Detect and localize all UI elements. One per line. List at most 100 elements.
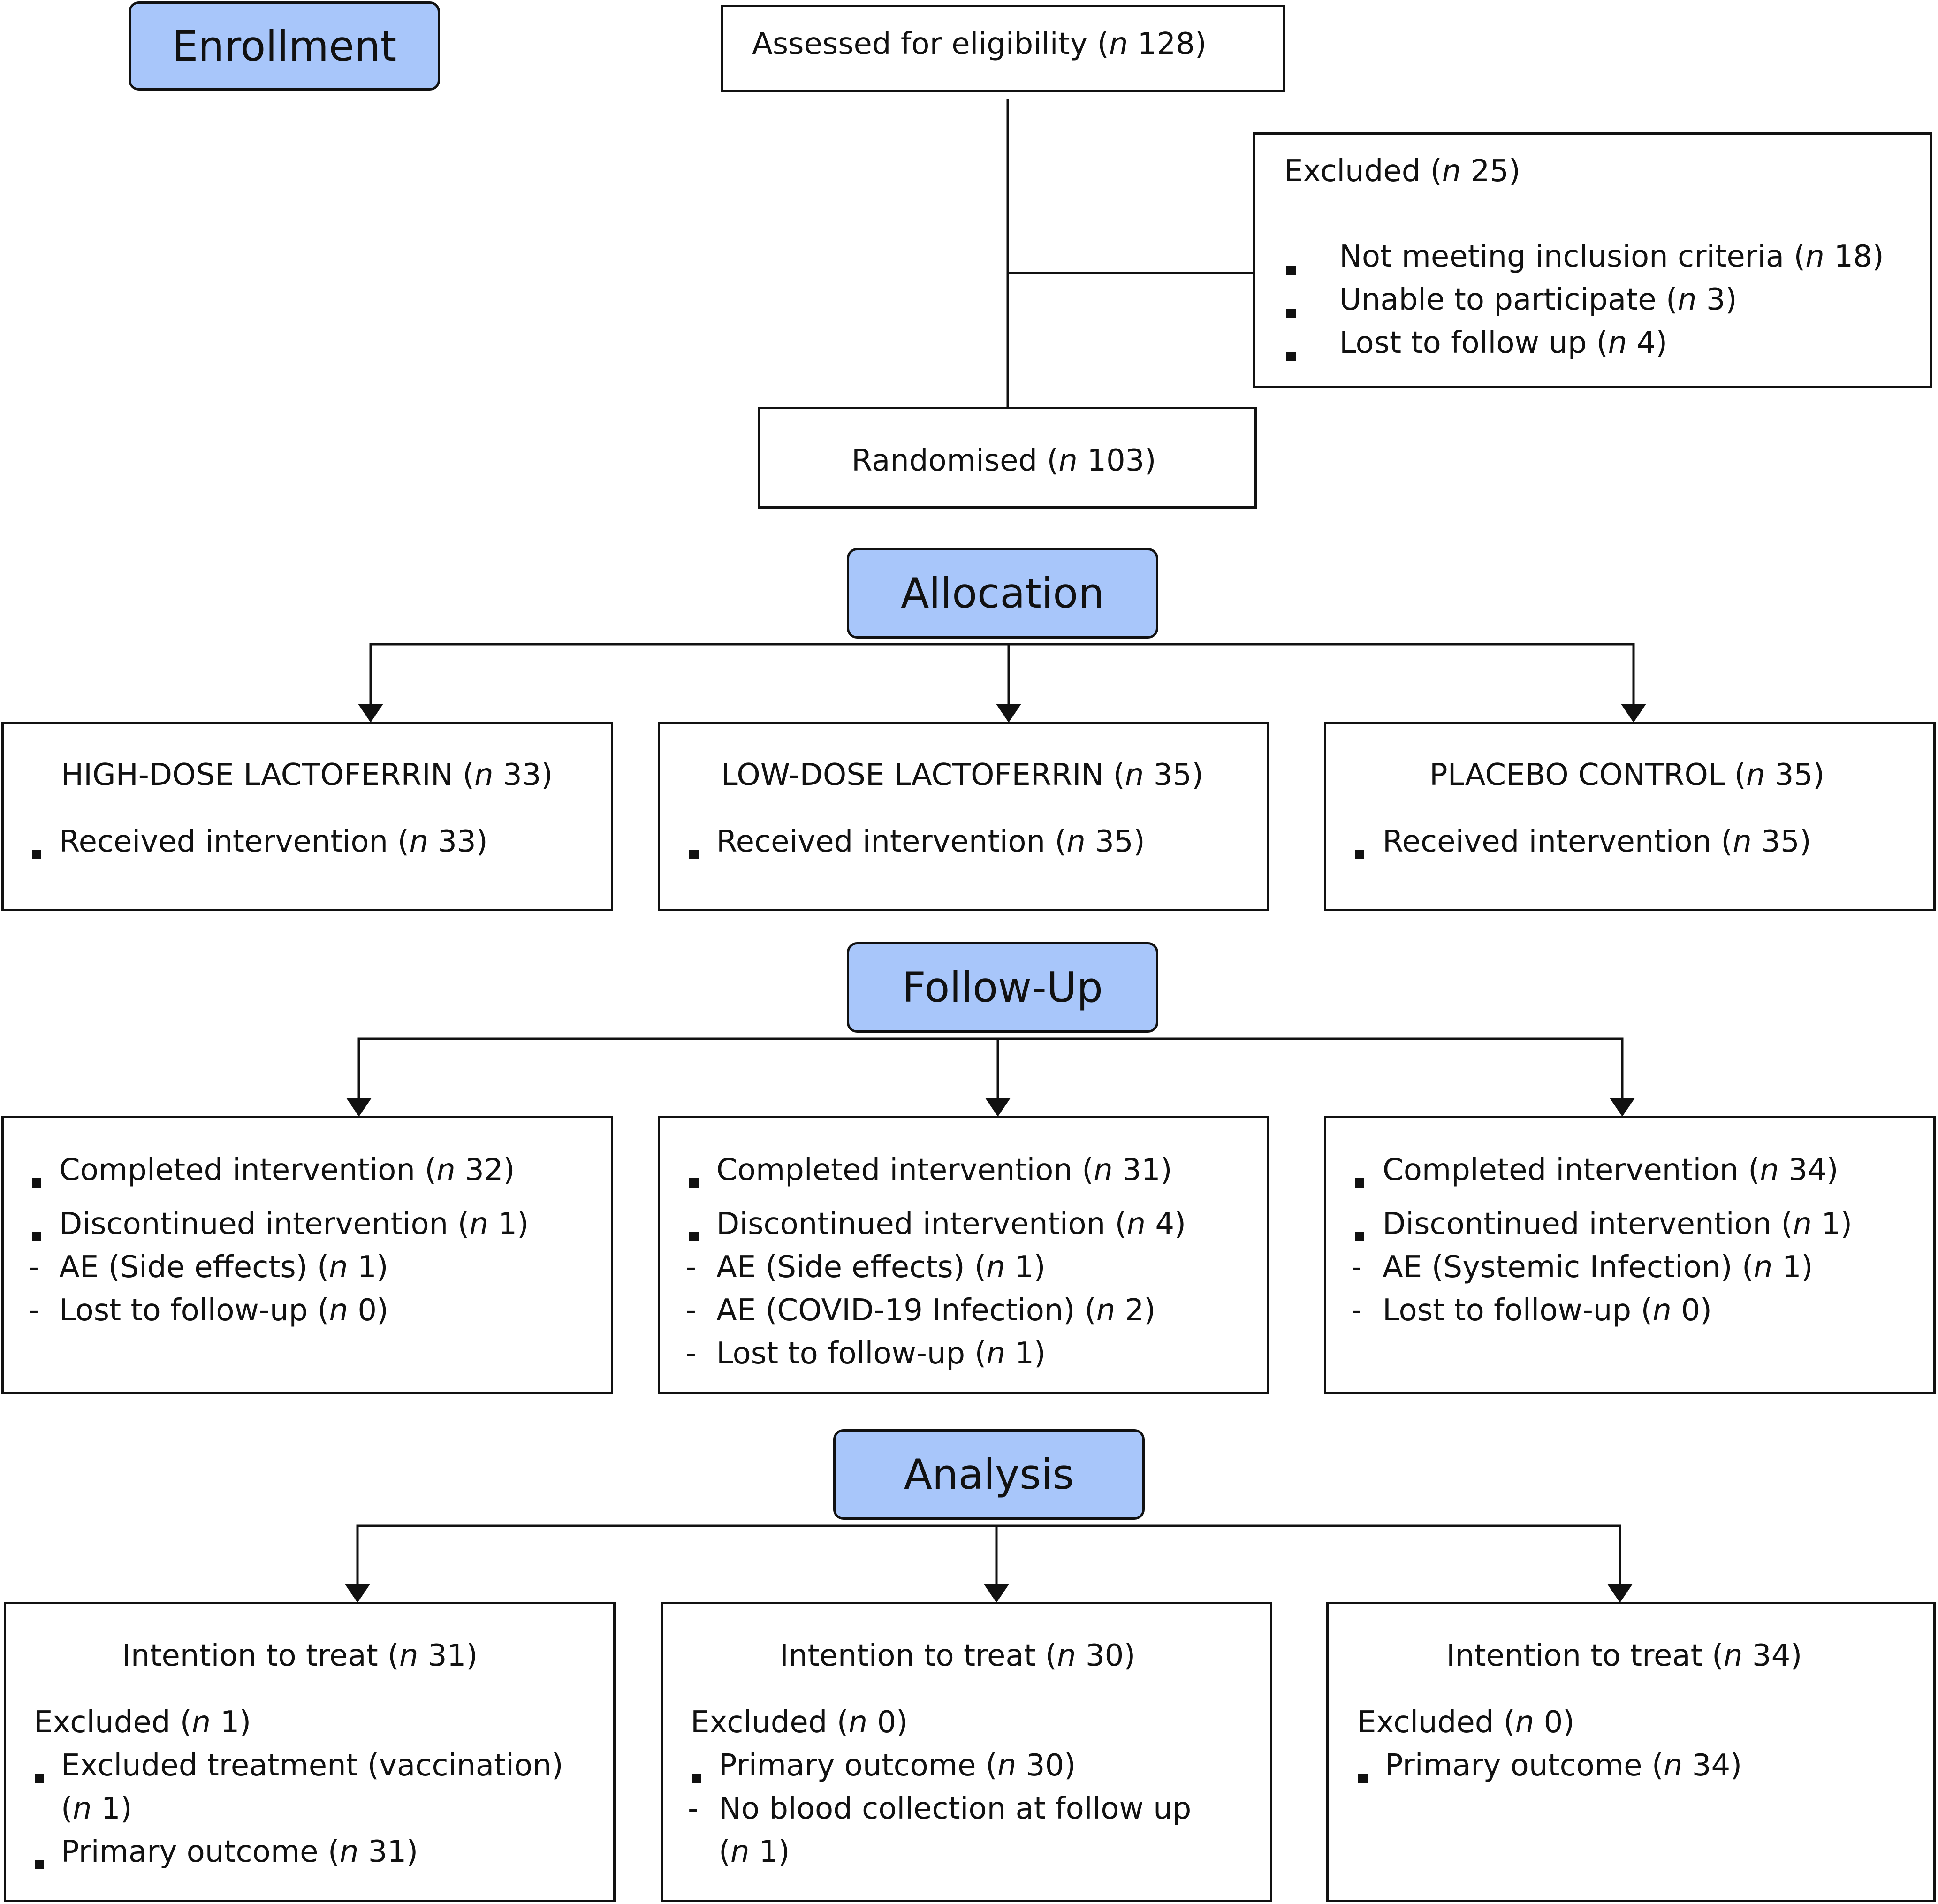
bullet-icon xyxy=(32,1163,41,1193)
analysis-itt: Intention to treat (n 31) xyxy=(122,1641,478,1671)
n-symbol: n xyxy=(1515,1705,1535,1740)
discontinued-value: 4) xyxy=(1155,1207,1186,1241)
follow-up-discontinued: Discontinued intervention (n 4) xyxy=(716,1209,1186,1239)
dash-marker: - xyxy=(685,1336,697,1371)
follow-up-completed: Completed intervention (n 31) xyxy=(716,1155,1172,1185)
follow-up-sub-item: Lost to follow-up (n 0) xyxy=(1383,1295,1712,1325)
excluded-item-label: Not meeting inclusion criteria ( xyxy=(1339,239,1806,274)
allocation-item-value: 35) xyxy=(1761,824,1811,859)
randomised-box xyxy=(758,407,1257,509)
sub-item-value: 0) xyxy=(357,1293,388,1328)
n-symbol: n xyxy=(1058,443,1078,478)
sub-item-value: 0) xyxy=(1681,1293,1712,1328)
follow-up-sub-item: Lost to follow-up (n 1) xyxy=(716,1339,1046,1369)
allocation-item-label: Received intervention ( xyxy=(716,824,1067,859)
dash-marker: - xyxy=(28,1293,39,1328)
sub-item-value: 1) xyxy=(1014,1250,1046,1285)
stage-analysis-label: Analysis xyxy=(904,1450,1074,1499)
bullet-icon xyxy=(1355,1163,1364,1193)
dash-marker: - xyxy=(1351,1293,1362,1328)
analysis-excluded-value: 1) xyxy=(220,1705,251,1740)
follow-up-sub-item: AE (Systemic Infection) (n 1) xyxy=(1383,1252,1813,1282)
stage-enrollment: Enrollment xyxy=(129,1,440,91)
sub-item-value: 1) xyxy=(357,1250,388,1285)
allocation-title-value: 35) xyxy=(1153,758,1204,792)
bullet-icon xyxy=(32,834,41,864)
dash-marker: - xyxy=(1351,1250,1362,1285)
n-symbol: n xyxy=(1746,758,1765,792)
randomised-label: Randomised ( xyxy=(851,443,1059,478)
stage-allocation: Allocation xyxy=(847,548,1158,639)
bullet-icon xyxy=(1286,250,1296,280)
allocation-item: Received intervention (n 35) xyxy=(716,827,1145,857)
n-symbol: n xyxy=(329,1293,348,1328)
excluded-item: Not meeting inclusion criteria (n 18) xyxy=(1339,242,1884,272)
allocation-title-label: HIGH-DOSE LACTOFERRIN ( xyxy=(61,758,475,792)
analysis-excluded-label: Excluded ( xyxy=(691,1705,849,1740)
randomised-value: 103) xyxy=(1087,443,1156,478)
excluded-item: Unable to participate (n 3) xyxy=(1339,285,1737,315)
excluded-item-label: Lost to follow up ( xyxy=(1339,326,1608,360)
n-symbol: n xyxy=(1793,1207,1812,1241)
n-symbol: n xyxy=(1109,27,1128,61)
excluded-title-value: 25) xyxy=(1470,154,1520,189)
excluded-item: Lost to follow up (n 4) xyxy=(1339,328,1667,358)
n-symbol: n xyxy=(436,1153,456,1188)
follow-up-box-high-dose xyxy=(1,1116,613,1394)
dash-marker: - xyxy=(28,1250,39,1285)
follow-up-discontinued: Discontinued intervention (n 1) xyxy=(1383,1209,1852,1239)
allocation-item: Received intervention (n 33) xyxy=(59,827,488,857)
itt-value: 31) xyxy=(427,1638,478,1673)
bullet-icon xyxy=(689,1163,699,1193)
dash-marker: - xyxy=(688,1791,699,1826)
allocation-item-value: 35) xyxy=(1095,824,1145,859)
allocation-item-label: Received intervention ( xyxy=(1383,824,1733,859)
completed-label: Completed intervention ( xyxy=(59,1153,437,1188)
n-symbol: n xyxy=(409,824,428,859)
allocation-box-high-dose xyxy=(1,722,613,911)
analysis-item-value: 1) xyxy=(101,1791,132,1826)
discontinued-label: Discontinued intervention ( xyxy=(1383,1207,1793,1241)
stage-follow-up-label: Follow-Up xyxy=(902,963,1103,1012)
analysis-item-value: 31) xyxy=(368,1835,418,1869)
n-symbol: n xyxy=(474,758,494,792)
follow-up-discontinued: Discontinued intervention (n 1) xyxy=(59,1209,529,1239)
analysis-item-value: 34) xyxy=(1692,1748,1742,1783)
itt-label: Intention to treat ( xyxy=(780,1638,1057,1673)
discontinued-value: 1) xyxy=(498,1207,529,1241)
sub-item-value: 1) xyxy=(1782,1250,1813,1285)
follow-up-completed: Completed intervention (n 34) xyxy=(1383,1155,1839,1185)
completed-label: Completed intervention ( xyxy=(1383,1153,1760,1188)
sub-item-label: AE (Side effects) ( xyxy=(59,1250,329,1285)
bullet-icon xyxy=(689,1217,699,1247)
allocation-title: PLACEBO CONTROL (n 35) xyxy=(1429,760,1824,790)
itt-value: 34) xyxy=(1752,1638,1802,1673)
itt-label: Intention to treat ( xyxy=(1446,1638,1724,1673)
allocation-box-low-dose xyxy=(658,722,1269,911)
analysis-item-value: 30) xyxy=(1026,1748,1076,1783)
follow-up-sub-item: Lost to follow-up (n 0) xyxy=(59,1295,388,1325)
follow-up-sub-item: AE (COVID-19 Infection) (n 2) xyxy=(716,1295,1155,1325)
stage-analysis: Analysis xyxy=(833,1429,1145,1520)
allocation-title: HIGH-DOSE LACTOFERRIN (n 33) xyxy=(61,760,553,790)
excluded-box xyxy=(1253,132,1932,388)
assessed-text: Assessed for eligibility (n 128) xyxy=(752,29,1207,59)
analysis-excluded: Excluded (n 1) xyxy=(34,1707,251,1737)
n-symbol: n xyxy=(1663,1748,1683,1783)
completed-label: Completed intervention ( xyxy=(716,1153,1094,1188)
bullet-icon xyxy=(32,1217,41,1247)
analysis-excluded-value: 0) xyxy=(877,1705,908,1740)
dash-marker: - xyxy=(685,1293,697,1328)
randomised-text: Randomised (n 103) xyxy=(851,446,1156,476)
analysis-item-label: Excluded treatment (vaccination) xyxy=(61,1748,563,1783)
analysis-excluded: Excluded (n 0) xyxy=(691,1707,908,1737)
allocation-title-label: PLACEBO CONTROL ( xyxy=(1429,758,1746,792)
itt-label: Intention to treat ( xyxy=(122,1638,399,1673)
sub-item-value: 1) xyxy=(1015,1336,1046,1371)
sub-item-label: AE (Systemic Infection) ( xyxy=(1383,1250,1754,1285)
n-symbol: n xyxy=(1066,824,1086,859)
bullet-icon xyxy=(1355,1217,1364,1247)
assessed-box xyxy=(721,5,1285,92)
analysis-item-label: Primary outcome ( xyxy=(61,1835,340,1869)
